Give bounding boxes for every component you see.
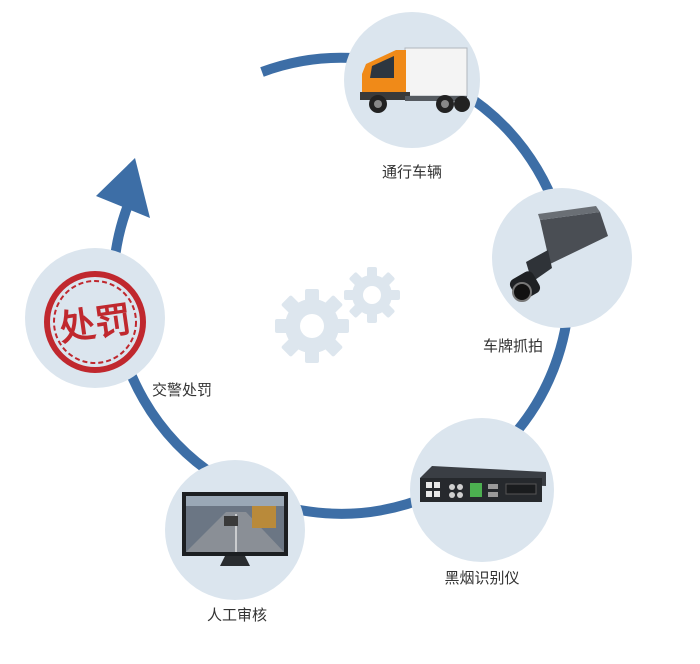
node-label-vehicle: 通行车辆 (381, 163, 443, 181)
node-review (165, 460, 305, 600)
node-vehicle (344, 12, 480, 148)
monitor-icon (182, 492, 288, 566)
gears-icon (275, 267, 400, 363)
node-device (410, 418, 554, 562)
node-label-device: 黑烟识别仪 (444, 569, 520, 587)
node-label-penalty: 交警处罚 (151, 381, 213, 399)
cycle-arrow-icon (96, 158, 150, 218)
node-label-review: 人工审核 (206, 606, 268, 624)
node-penalty: 处罚 (25, 248, 165, 388)
node-label-capture: 车牌抓拍 (482, 337, 544, 355)
node-capture (492, 188, 632, 328)
truck-icon (360, 47, 470, 113)
stamp-text: 处罚 (57, 298, 134, 350)
recorder-device-icon (420, 466, 546, 502)
stamp-icon: 处罚 (44, 271, 146, 373)
camera-icon (509, 206, 608, 302)
